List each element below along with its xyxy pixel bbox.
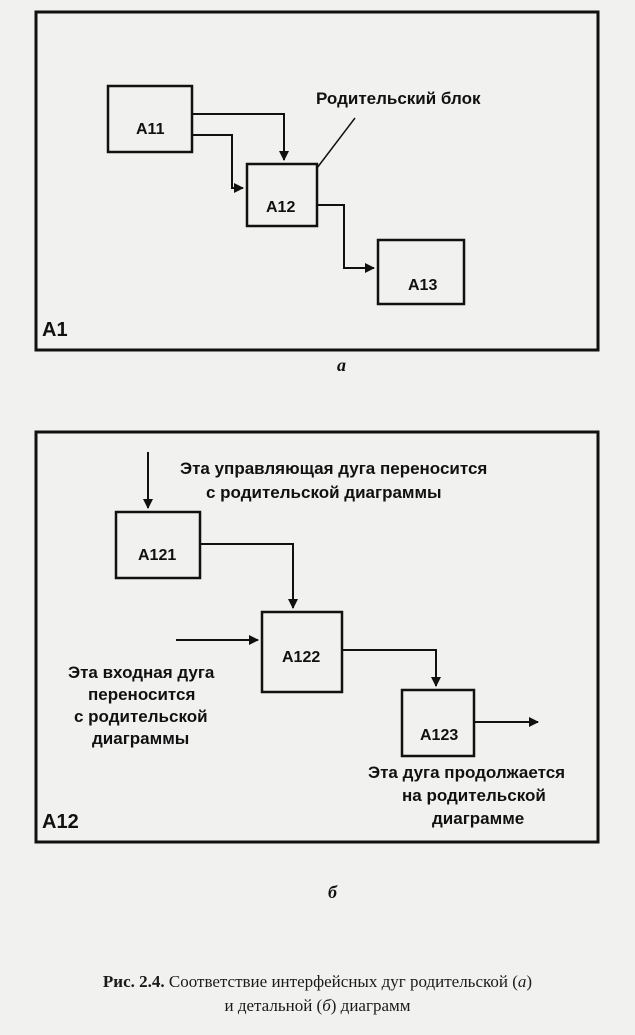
input-note-line-3: с родительской: [74, 707, 208, 726]
caption-line2-1: и детальной (: [224, 996, 323, 1015]
arrow-a11-to-a12: [192, 113, 289, 161]
caption-a: а: [517, 972, 527, 991]
box-a123: [400, 688, 476, 758]
output-note-line-2: на родительской: [402, 786, 546, 805]
control-note-line-1: Эта управляющая дуга переносится: [180, 459, 487, 478]
caption-line-2: и детальной (б) диаграмм: [0, 994, 635, 1018]
box-a11: [106, 84, 194, 154]
arrow-a12-to-a13: [317, 204, 375, 273]
diagram-b: Эта управляющая дуга переносится с родит…: [34, 430, 600, 844]
input-note-line-2: переносится: [88, 685, 195, 704]
caption-b: б: [322, 996, 331, 1015]
input-note-line-1: Эта входная дуга: [68, 663, 215, 682]
parent-block-label: Родительский блок: [316, 89, 481, 108]
box-a12-label: A12: [266, 199, 295, 216]
box-a123-label: A123: [420, 727, 458, 744]
box-a13: [376, 238, 466, 306]
caption-text-2: ): [526, 972, 533, 991]
box-a11-label: A11: [136, 121, 165, 138]
arrow-a121-to-a122: [200, 543, 298, 609]
box-a121-label: A121: [138, 547, 176, 564]
figure-caption: Рис. 2.4. Соответствие интерфейсных дуг …: [0, 970, 635, 1018]
output-note-line-3: диаграмме: [432, 809, 524, 828]
arrow-a11-to-a12-input: [192, 134, 244, 193]
diagram-a-subtitle: а: [337, 355, 346, 375]
box-a122: [260, 610, 344, 694]
control-note-line-2: с родительской диаграммы: [206, 483, 442, 502]
diagram-a: A11 A12 A13 Родительский блок A1: [34, 10, 600, 352]
caption-line-1: Рис. 2.4. Соответствие интерфейсных дуг …: [0, 970, 635, 994]
box-a121: [114, 510, 202, 580]
arrow-a122-to-a123: [342, 649, 441, 687]
caption-text-1: Соответствие интерфейсных дуг родительск…: [164, 972, 518, 991]
box-a13-label: A13: [408, 277, 437, 294]
caption-line2-2: ) диаграмм: [330, 996, 411, 1015]
caption-label: Рис. 2.4.: [102, 972, 165, 991]
box-a122-label: A122: [282, 649, 320, 666]
input-note-line-4: диаграммы: [92, 729, 189, 748]
callout-line: [316, 117, 356, 169]
diagram-b-frame: [34, 430, 600, 844]
idef0-diagrams: A11 A12 A13 Родительский блок A1 а Эта у…: [34, 10, 600, 902]
diagram-b-id: A12: [42, 811, 79, 833]
diagram-b-subtitle: б: [328, 882, 338, 902]
diagram-a-id: A1: [42, 319, 68, 341]
box-a12: [245, 162, 319, 228]
output-note-line-1: Эта дуга продолжается: [368, 763, 565, 782]
diagram-a-frame: [34, 10, 600, 352]
